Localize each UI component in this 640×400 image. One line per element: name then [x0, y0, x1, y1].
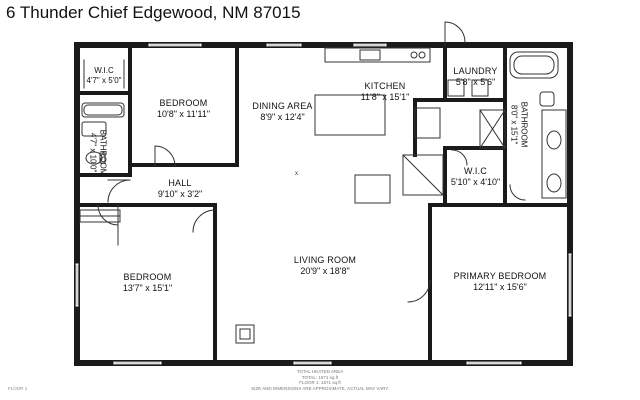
- floor-label: FLOOR 1: [8, 386, 28, 391]
- room-kitchen: KITCHEN 11'8" x 15'1": [350, 81, 420, 103]
- room-dimensions: 10'8" x 11'11": [156, 108, 211, 119]
- room-dimensions: 8'0" x 15'1": [510, 104, 519, 145]
- room-bath-left: BATHROOM 4'7" x 10'0": [88, 118, 108, 188]
- room-name: W.I.C: [464, 166, 487, 176]
- room-dining: DINING AREA 8'9" x 12'4": [245, 101, 320, 123]
- room-bedroom-top: BEDROOM 10'8" x 11'11": [135, 98, 232, 120]
- room-dimensions: 8'9" x 12'4": [260, 111, 305, 122]
- room-living: LIVING ROOM 20'9" x 18'8": [280, 255, 370, 277]
- room-dimensions: 11'8" x 15'1": [360, 91, 410, 102]
- room-laundry: LAUNDRY 5'8" x 5'6": [448, 66, 503, 88]
- room-name: BATHROOM: [98, 129, 108, 176]
- room-dimensions: 4'7" x 10'0": [89, 132, 98, 173]
- room-dimensions: 13'7" x 15'1": [122, 282, 173, 293]
- room-name: BATHROOM: [519, 101, 529, 148]
- room-name: KITCHEN: [364, 81, 406, 91]
- room-name: HALL: [168, 178, 192, 188]
- room-wic-right: W.I.C 5'10" x 4'10": [448, 166, 503, 188]
- room-name: W.I.C: [94, 66, 114, 75]
- page-title: 6 Thunder Chief Edgewood, NM 87015: [6, 3, 301, 22]
- room-wic-left: W.I.C 4'7" x 5'0": [80, 66, 128, 85]
- room-name: PRIMARY BEDROOM: [453, 271, 547, 281]
- room-bath-right: BATHROOM 8'0" x 15'1": [509, 90, 529, 160]
- area-total: TOTAL: 1571 sq.ft: [301, 374, 339, 380]
- room-dimensions: 9'10" x 3'2": [157, 188, 203, 199]
- room-dimensions: 4'7" x 5'0": [86, 75, 122, 85]
- room-dimensions: 12'11" x 15'6": [473, 281, 527, 292]
- room-hall: HALL 9'10" x 3'2": [150, 178, 210, 200]
- room-dimensions: 20'9" x 18'8": [300, 265, 350, 276]
- area-summary: TOTAL HEATED AREA TOTAL: 1571 sq.ft FLOO…: [250, 369, 390, 392]
- room-name: LAUNDRY: [453, 66, 498, 76]
- area-heading: TOTAL HEATED AREA: [296, 369, 344, 374]
- room-bedroom-left: BEDROOM 13'7" x 15'1": [95, 272, 200, 294]
- room-primary-bedroom: PRIMARY BEDROOM 12'11" x 15'6": [445, 271, 555, 293]
- svg-text:x: x: [295, 171, 298, 177]
- area-disclaimer: SIZE AND DIMENSIONS ARE APPROXIMATE, ACT…: [251, 385, 389, 391]
- room-dimensions: 5'10" x 4'10": [450, 176, 501, 187]
- room-name: BEDROOM: [159, 98, 208, 108]
- area-floor: FLOOR 1: 1571 sq.ft: [299, 380, 341, 386]
- room-name: BEDROOM: [123, 272, 172, 282]
- room-dimensions: 5'8" x 5'6": [455, 76, 496, 87]
- room-name: DINING AREA: [252, 101, 313, 111]
- room-name: LIVING ROOM: [293, 255, 357, 265]
